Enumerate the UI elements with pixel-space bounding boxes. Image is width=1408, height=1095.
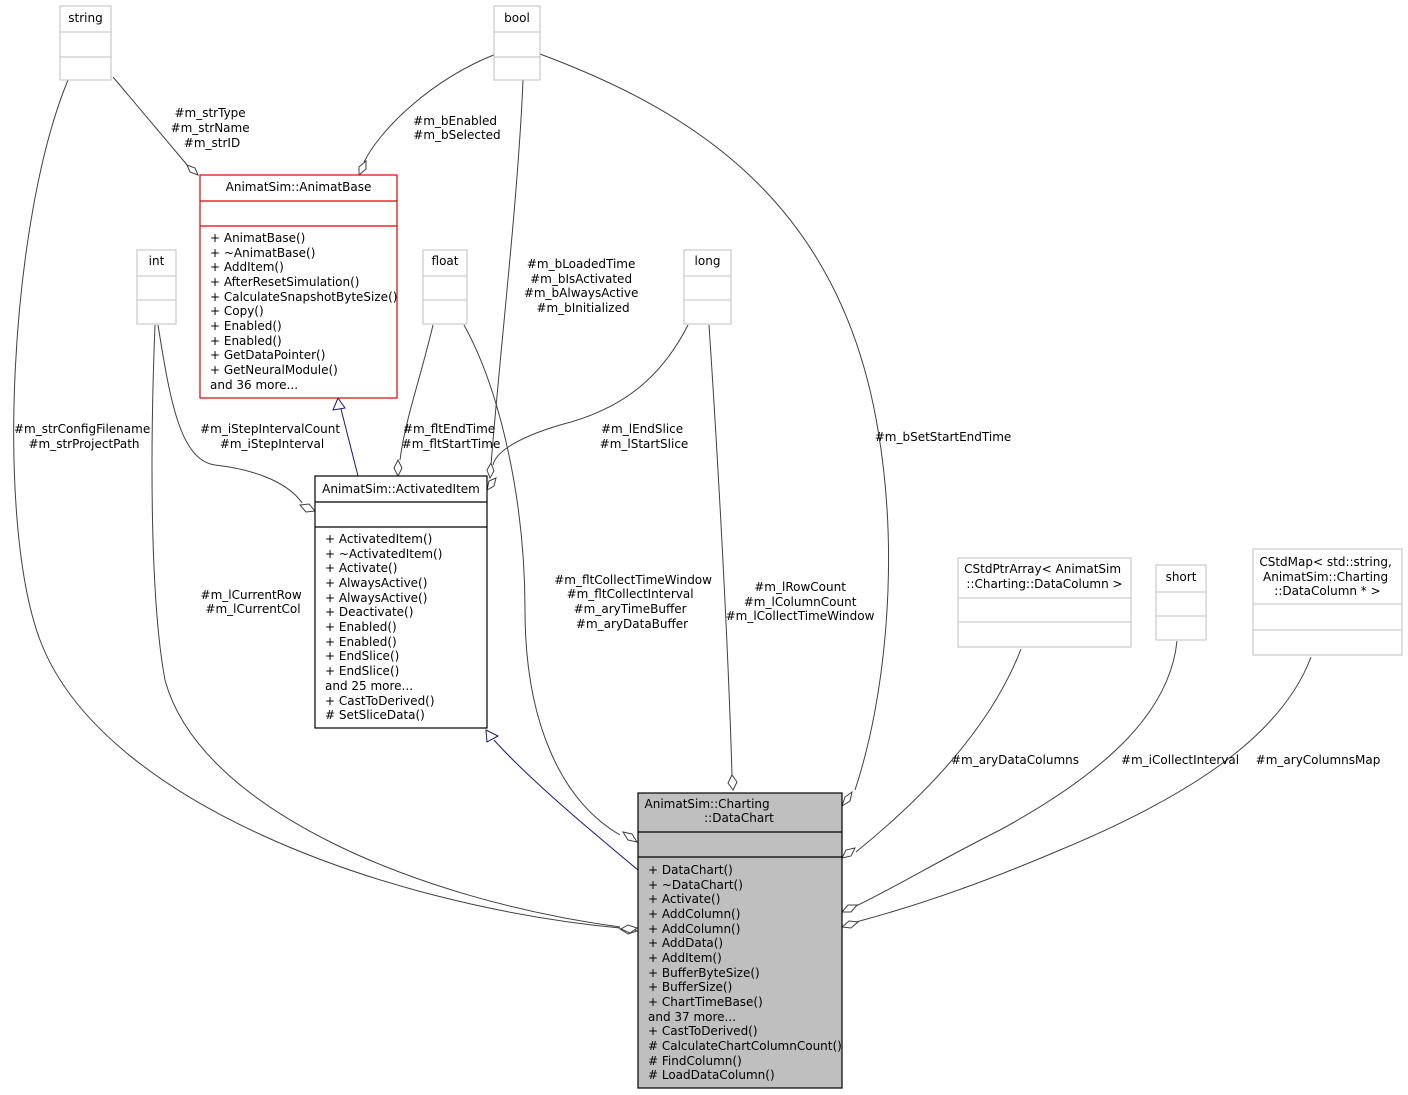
edge-string-animatbase [112, 76, 189, 167]
edge-labels: #m_strType #m_strName #m_strID #m_bEnabl… [14, 106, 1380, 767]
label-float-datachart: #m_fltCollectTimeWindow #m_fltCollectInt… [554, 573, 716, 631]
class-int[interactable]: int [136, 249, 177, 325]
triangle-inherit-activateditem [485, 729, 500, 743]
label-bool-activateditem: #m_bLoadedTime #m_bIsActivated #m_bAlway… [524, 257, 642, 315]
edge-int-activateditem [157, 324, 303, 504]
class-short[interactable]: short [1155, 564, 1207, 641]
edge-long-datachart [708, 324, 733, 776]
class-datachart-methods: + DataChart() + ~DataChart() + Activate(… [648, 863, 846, 1082]
class-float-title: float [432, 254, 459, 268]
label-str-datachart: #m_strConfigFilename #m_strProjectPath [14, 422, 154, 451]
class-cstdptrarray[interactable]: CStdPtrArray< AnimatSim ::Charting::Data… [957, 557, 1132, 648]
class-activateditem[interactable]: AnimatSim::ActivatedItem + ActivatedItem… [314, 475, 488, 729]
edge-bool-activateditem [490, 79, 524, 466]
class-bool[interactable]: bool [493, 5, 541, 81]
diamond-activated-float [393, 458, 403, 478]
label-ptrarray-datachart: #m_aryDataColumns [951, 753, 1079, 767]
edge-bool-animatbase [363, 53, 497, 163]
class-datachart-title: AnimatSim::Charting ::DataChart [645, 797, 775, 825]
diamond-datachart-map [840, 920, 860, 929]
diamond-datachart-float [621, 831, 639, 843]
label-bool-datachart: #m_bSetStartEndTime [875, 430, 1012, 444]
class-cstdmap-title: CStdMap< std::string, AnimatSim::Chartin… [1259, 555, 1395, 598]
edge-int-datachart [151, 324, 621, 928]
class-animatbase-methods: + AnimatBase() + ~AnimatBase() + AddItem… [210, 231, 401, 392]
diamond-activated-bool [486, 461, 495, 480]
label-short-datachart: #m_iCollectInterval [1121, 753, 1239, 767]
label-int-datachart: #m_lCurrentRow #m_lCurrentCol [201, 588, 306, 616]
edge-bool-datachart [539, 53, 889, 791]
edge-map-datachart [855, 656, 1312, 923]
class-string[interactable]: string [59, 5, 112, 81]
class-bool-title: bool [504, 11, 530, 25]
class-float[interactable]: float [422, 249, 468, 325]
diamond-datachart-bool [841, 790, 853, 808]
label-float-activateditem: #m_fltEndTime #m_fltStartTime [402, 422, 501, 451]
class-animatbase[interactable]: AnimatSim::AnimatBase + AnimatBase() + ~… [199, 174, 401, 399]
class-cstdmap[interactable]: CStdMap< std::string, AnimatSim::Chartin… [1252, 548, 1403, 656]
label-long-datachart: #m_lRowCount #m_lColumnCount #m_lCollect… [726, 580, 875, 623]
diamond-datachart-long [727, 774, 738, 791]
class-string-title: string [68, 11, 102, 25]
class-long[interactable]: long [683, 249, 732, 325]
class-int-title: int [149, 254, 165, 268]
edge-ptrarray-datachart [855, 648, 1022, 853]
class-activateditem-title: AnimatSim::ActivatedItem [322, 482, 480, 496]
label-bool-animatbase: #m_bEnabled #m_bSelected [413, 114, 501, 142]
class-cstdptrarray-title: CStdPtrArray< AnimatSim ::Charting::Data… [964, 562, 1125, 591]
diamond-activated-int [299, 503, 316, 513]
class-activateditem-methods: + ActivatedItem() + ~ActivatedItem() + A… [325, 532, 446, 722]
class-animatbase-title: AnimatSim::AnimatBase [226, 180, 372, 194]
edge-string-datachart [13, 79, 621, 929]
class-short-title: short [1166, 570, 1197, 584]
edge-float-datachart [463, 324, 621, 836]
label-int-activateditem: #m_iStepIntervalCount #m_iStepInterval [200, 422, 344, 451]
edge-inherit-datachart-activateditem [493, 739, 639, 871]
label-str-animatbase: #m_strType #m_strName #m_strID [171, 106, 254, 150]
diamond-activated-long [486, 477, 497, 491]
diamond-datachart-short [840, 904, 859, 913]
edge-inherit-activateditem-animatbase [340, 408, 359, 477]
diamond-datachart-int [619, 924, 639, 934]
label-map-datachart: #m_aryColumnsMap [1256, 753, 1381, 767]
label-long-activateditem: #m_lEndSlice #m_lStartSlice [600, 422, 689, 451]
triangle-inherit-animatbase [332, 396, 346, 411]
edge-float-activateditem [399, 324, 434, 461]
diamond-datachart-ptrarray [841, 847, 856, 859]
edge-short-datachart [855, 640, 1178, 907]
diamond-animatbase-string [186, 164, 199, 176]
class-datachart[interactable]: AnimatSim::Charting ::DataChart + DataCh… [637, 792, 846, 1089]
class-long-title: long [695, 254, 721, 268]
edges [13, 53, 1312, 935]
edge-long-activateditem [492, 324, 689, 466]
diamond-animatbase-bool [358, 159, 367, 177]
